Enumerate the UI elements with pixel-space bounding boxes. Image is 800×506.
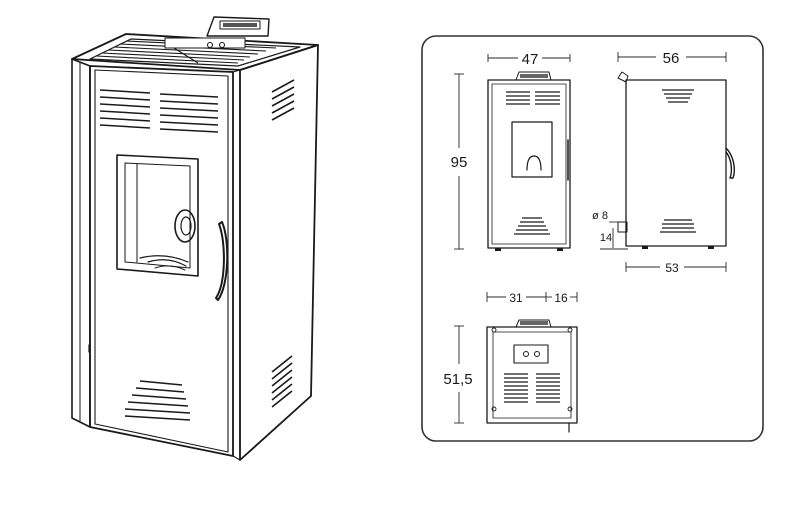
rear-view: 31 16 51,5	[443, 291, 578, 433]
dim-outlet-height: 14	[600, 232, 612, 244]
dim-rear-left: 31	[509, 291, 523, 305]
door-handle	[215, 221, 229, 301]
side-vents	[271, 79, 295, 408]
stove-perspective-view	[71, 16, 319, 461]
bottom-vents	[124, 380, 191, 421]
front-vents	[99, 89, 219, 133]
front-view: 47 95	[451, 51, 571, 251]
dimension-panel: 47 95 56	[421, 35, 764, 442]
glass-window	[116, 154, 199, 277]
control-display	[206, 16, 270, 37]
dim-outlet-offset: 53	[665, 261, 679, 275]
dim-side-depth: 56	[663, 50, 680, 67]
dim-rear-right: 16	[554, 291, 568, 305]
panel-border	[421, 35, 764, 442]
dim-rear-height: 51,5	[443, 371, 472, 388]
dim-front-width: 47	[522, 51, 539, 68]
dim-outlet-diameter: ø 8	[592, 210, 608, 222]
side-view: 56 ø 8 14 53	[592, 50, 735, 275]
top-grille	[95, 37, 277, 64]
dim-height: 95	[451, 154, 468, 171]
